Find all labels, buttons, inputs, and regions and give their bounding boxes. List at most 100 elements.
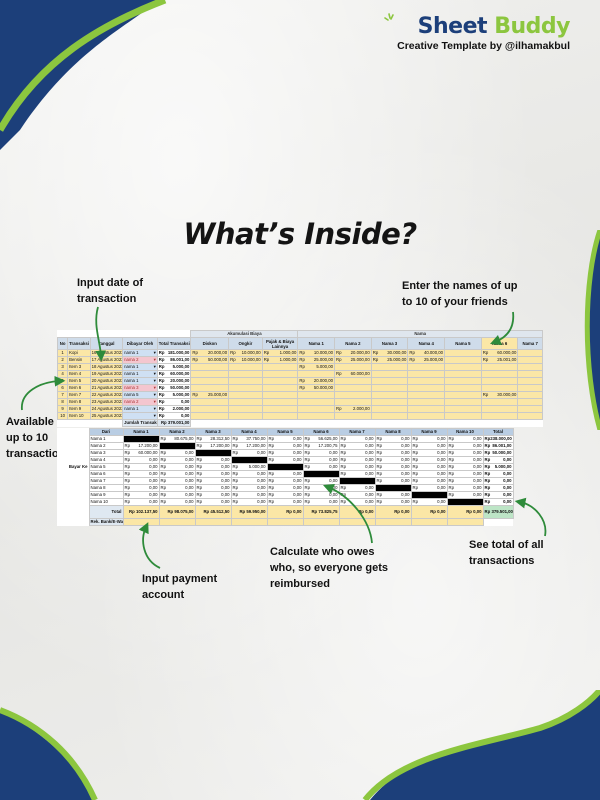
pajak-cell[interactable] <box>261 412 299 420</box>
share-cell[interactable] <box>297 370 336 378</box>
ongkir-cell[interactable] <box>228 405 263 413</box>
transaction-name-cell[interactable]: Item 6 <box>67 384 91 392</box>
transaction-name-cell[interactable]: Item 5 <box>67 377 91 385</box>
payer-dropdown[interactable]: ▾ <box>122 412 158 420</box>
pajak-cell[interactable] <box>261 405 299 413</box>
payer-dropdown[interactable]: nama 5 ▾ <box>122 391 158 399</box>
share-cell[interactable] <box>370 363 409 371</box>
pajak-cell[interactable] <box>261 370 299 378</box>
share-cell[interactable] <box>370 391 409 399</box>
share-cell[interactable] <box>407 391 446 399</box>
share-cell[interactable] <box>480 412 519 420</box>
date-cell[interactable]: 21 Agustus 2023 <box>89 384 124 392</box>
bank-account-input[interactable] <box>338 518 376 526</box>
date-cell[interactable]: 18 Agustus 2023 <box>89 363 124 371</box>
date-cell[interactable]: 23 Agustus 2023 <box>89 398 124 406</box>
share-cell[interactable] <box>370 405 409 413</box>
pajak-cell[interactable] <box>261 391 299 399</box>
payer-dropdown[interactable]: nama 2 ▾ <box>122 398 158 406</box>
payer-dropdown[interactable]: nama 1 ▾ <box>122 363 158 371</box>
disc-cell[interactable] <box>190 370 230 378</box>
share-cell[interactable] <box>517 356 543 364</box>
pajak-cell[interactable] <box>261 398 299 406</box>
pajak-cell[interactable] <box>261 377 299 385</box>
disc-cell[interactable] <box>190 377 230 385</box>
date-cell[interactable]: 25 Agustus 2023 <box>89 412 124 420</box>
share-cell[interactable] <box>444 349 482 357</box>
ongkir-cell[interactable] <box>228 370 263 378</box>
payer-dropdown[interactable]: nama 1 ▾ <box>122 370 158 378</box>
share-cell[interactable] <box>334 384 372 392</box>
bank-account-input[interactable] <box>266 518 304 526</box>
transaction-name-cell[interactable]: Bensin <box>67 356 91 364</box>
share-cell[interactable] <box>370 370 409 378</box>
date-cell[interactable]: 17 Agustus 2023 <box>89 356 124 364</box>
share-cell[interactable] <box>407 412 446 420</box>
share-cell[interactable] <box>444 370 482 378</box>
share-cell[interactable] <box>407 405 446 413</box>
share-cell[interactable] <box>407 377 446 385</box>
share-cell[interactable] <box>407 370 446 378</box>
share-cell[interactable] <box>517 349 543 357</box>
share-cell[interactable] <box>334 363 372 371</box>
disc-cell[interactable] <box>190 398 230 406</box>
share-cell[interactable] <box>517 377 543 385</box>
bank-account-input[interactable] <box>158 518 196 526</box>
bank-account-input[interactable] <box>410 518 448 526</box>
share-cell[interactable] <box>444 356 482 364</box>
ongkir-cell[interactable] <box>228 384 263 392</box>
share-cell[interactable] <box>407 363 446 371</box>
transaction-name-cell[interactable]: Item 4 <box>67 370 91 378</box>
share-cell[interactable] <box>444 377 482 385</box>
share-cell[interactable] <box>444 391 482 399</box>
share-cell[interactable] <box>370 384 409 392</box>
ongkir-cell[interactable] <box>228 363 263 371</box>
transaction-name-cell[interactable]: Item 7 <box>67 391 91 399</box>
bank-account-input[interactable] <box>122 518 160 526</box>
transaction-name-cell[interactable]: Item 10 <box>67 412 91 420</box>
payer-dropdown[interactable]: nama 2 ▾ <box>122 356 158 364</box>
bank-account-input[interactable] <box>446 518 484 526</box>
share-cell[interactable] <box>370 377 409 385</box>
share-cell[interactable] <box>480 405 519 413</box>
ongkir-cell[interactable] <box>228 391 263 399</box>
payer-dropdown[interactable]: nama 3 ▾ <box>122 384 158 392</box>
share-cell[interactable] <box>334 412 372 420</box>
share-cell[interactable] <box>480 363 519 371</box>
share-cell[interactable] <box>297 412 336 420</box>
date-cell[interactable]: 16 Agustus 2023 <box>89 349 124 357</box>
transaction-name-cell[interactable]: Item 9 <box>67 405 91 413</box>
share-cell[interactable] <box>444 398 482 406</box>
share-cell[interactable] <box>517 398 543 406</box>
share-cell[interactable] <box>407 384 446 392</box>
share-cell[interactable] <box>297 405 336 413</box>
date-cell[interactable]: 24 Agustus 2023 <box>89 405 124 413</box>
bank-account-input[interactable] <box>194 518 232 526</box>
share-cell[interactable] <box>370 412 409 420</box>
transaction-name-cell[interactable]: Item 3 <box>67 363 91 371</box>
ongkir-cell[interactable] <box>228 412 263 420</box>
share-cell[interactable] <box>480 377 519 385</box>
share-cell[interactable] <box>334 398 372 406</box>
share-cell[interactable] <box>517 405 543 413</box>
pajak-cell[interactable] <box>261 363 299 371</box>
share-cell[interactable] <box>334 391 372 399</box>
share-cell[interactable] <box>517 412 543 420</box>
share-cell[interactable] <box>517 370 543 378</box>
